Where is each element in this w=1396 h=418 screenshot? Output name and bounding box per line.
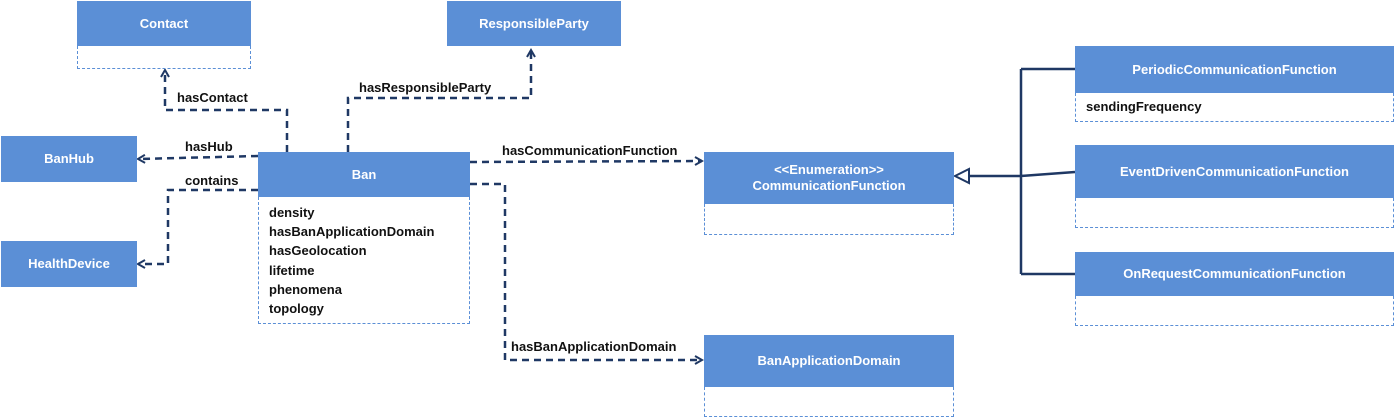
generalization-triangle	[952, 167, 970, 185]
class-communication-function-body	[704, 204, 954, 235]
class-ban-attribute: hasBanApplicationDomain	[269, 224, 435, 240]
generalization-connector	[970, 67, 1076, 276]
class-ban-attribute: topology	[269, 301, 324, 317]
class-ban-application-domain-body	[704, 387, 954, 417]
has-communication-function-connector	[469, 161, 702, 162]
class-event-driven-communication-function: EventDrivenCommunicationFunction	[1075, 145, 1394, 228]
class-communication-function-stereotype: <<Enumeration>>	[774, 162, 884, 177]
class-ban-hub: BanHub	[1, 136, 137, 182]
relation-label-has-hub: hasHub	[184, 139, 234, 154]
relation-label-has-contact: hasContact	[176, 90, 249, 105]
class-on-request-communication-function: OnRequestCommunicationFunction	[1075, 252, 1394, 326]
class-ban-attribute: phenomena	[269, 281, 342, 297]
class-ban-application-domain-name: BanApplicationDomain	[704, 335, 954, 387]
class-ban-hub-name: BanHub	[1, 136, 137, 182]
class-responsible-party-name: ResponsibleParty	[447, 1, 621, 46]
class-ban-attribute: hasGeolocation	[269, 243, 367, 259]
class-periodic-attribute: sendingFrequency	[1086, 99, 1202, 114]
class-periodic-attributes: sendingFrequency	[1086, 97, 1202, 116]
relation-label-has-responsible-party: hasResponsibleParty	[358, 80, 493, 95]
has-ban-application-domain-connector	[470, 182, 702, 360]
class-ban-name: Ban	[258, 152, 470, 197]
class-responsible-party: ResponsibleParty	[447, 1, 621, 46]
class-contact-name: Contact	[77, 1, 251, 46]
class-ban-attributes: density hasBanApplicationDomain hasGeolo…	[269, 203, 434, 318]
class-on-request-communication-function-body	[1075, 296, 1394, 326]
class-health-device-name: HealthDevice	[1, 241, 137, 287]
class-ban-attribute: density	[269, 205, 315, 220]
class-health-device: HealthDevice	[1, 241, 137, 287]
has-contact-connector	[165, 70, 289, 152]
class-communication-function-header: <<Enumeration>> CommunicationFunction	[704, 152, 954, 204]
class-ban-attribute: lifetime	[269, 262, 315, 278]
has-responsible-party-connector	[346, 50, 531, 152]
class-on-request-communication-function-name: OnRequestCommunicationFunction	[1075, 252, 1394, 296]
class-ban-body: density hasBanApplicationDomain hasGeolo…	[258, 197, 470, 324]
class-contact: Contact	[77, 1, 251, 69]
contains-connector	[138, 188, 258, 264]
class-periodic-communication-function-body: sendingFrequency	[1075, 93, 1394, 122]
relation-label-has-ban-application-domain: hasBanApplicationDomain	[510, 339, 678, 354]
class-periodic-communication-function: PeriodicCommunicationFunction sendingFre…	[1075, 46, 1394, 122]
relation-label-has-communication-function: hasCommunicationFunction	[501, 143, 679, 158]
class-event-driven-communication-function-body	[1075, 198, 1394, 228]
class-contact-body	[77, 46, 251, 69]
class-event-driven-communication-function-name: EventDrivenCommunicationFunction	[1075, 145, 1394, 198]
class-communication-function: <<Enumeration>> CommunicationFunction	[704, 152, 954, 235]
class-communication-function-name: CommunicationFunction	[752, 178, 906, 193]
has-hub-connector	[138, 156, 259, 159]
relation-label-contains: contains	[184, 173, 240, 188]
class-ban: Ban density hasBanApplicationDomain hasG…	[258, 152, 470, 324]
class-periodic-communication-function-name: PeriodicCommunicationFunction	[1075, 46, 1394, 93]
class-ban-application-domain: BanApplicationDomain	[704, 335, 954, 417]
